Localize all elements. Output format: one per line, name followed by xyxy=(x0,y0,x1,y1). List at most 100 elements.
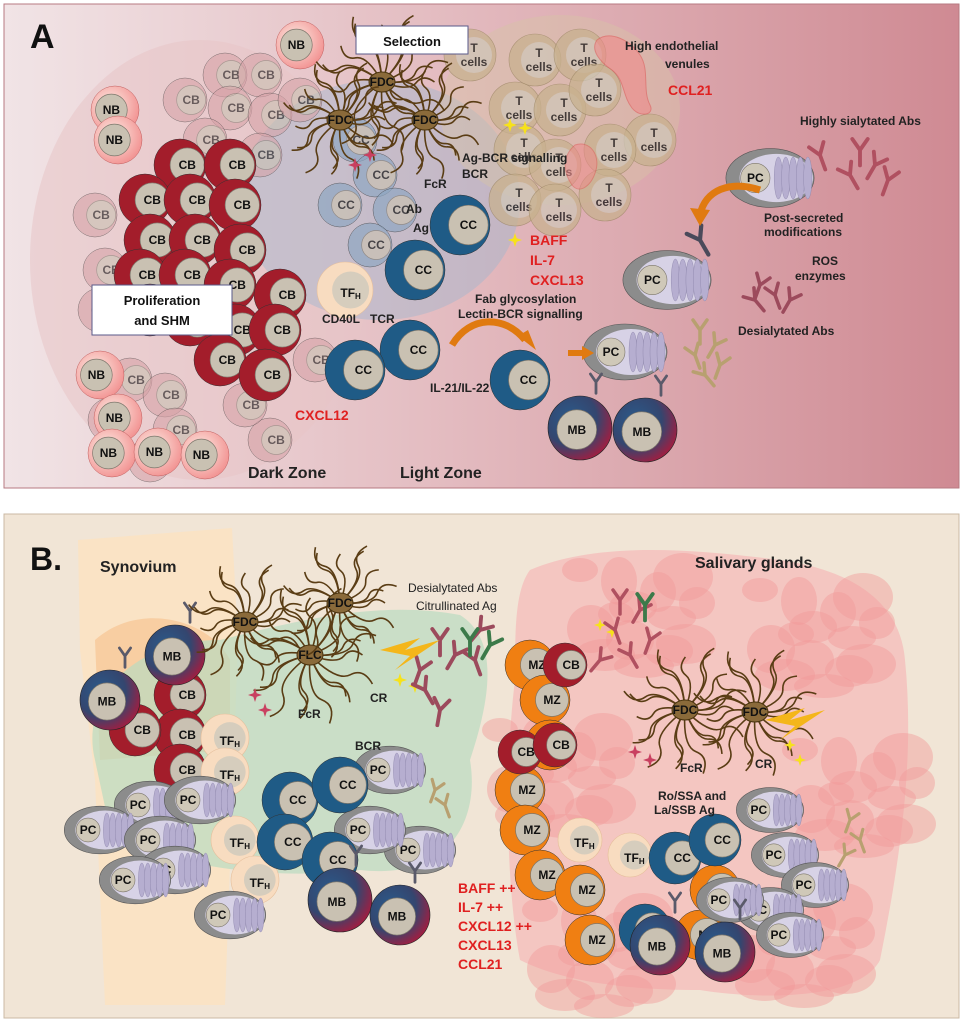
salivary-label: Salivary glands xyxy=(695,555,812,572)
ab-label: Ab xyxy=(406,202,422,216)
pc-cell: PC xyxy=(333,805,406,855)
antibody-icon xyxy=(741,286,766,313)
lobule xyxy=(816,954,876,994)
antibody-icon xyxy=(732,898,748,921)
cell-label: T xyxy=(555,196,563,210)
cb-cell-faded: CB xyxy=(162,77,208,123)
cell-label: PC xyxy=(770,928,787,942)
synovium-label: Synovium xyxy=(100,559,176,576)
cb-cell: CB xyxy=(532,722,578,768)
panel-b-antibodies xyxy=(410,588,866,868)
lobule xyxy=(825,655,873,687)
lobule xyxy=(865,815,913,847)
citrullinated-label: Citrullinated Ag xyxy=(416,599,497,613)
cr-salivary-label: CR xyxy=(755,757,773,771)
cytokine-4: CXCL13 xyxy=(458,937,512,953)
antibody-icon xyxy=(713,351,732,380)
antibody-icon xyxy=(691,361,716,388)
cb-cell: CB xyxy=(118,173,172,227)
cell-label: MZ xyxy=(518,783,535,797)
lobule xyxy=(876,804,936,844)
cell-label: NB xyxy=(100,446,118,460)
tfh-cell: TFH xyxy=(230,855,280,905)
cell-label: PC xyxy=(180,793,197,807)
antibody-icon xyxy=(348,844,364,867)
cb-cell: CB xyxy=(238,348,292,402)
cb-cell: CB xyxy=(193,333,247,387)
cc-cell-faded: CC xyxy=(347,222,393,268)
fdc-cell: FDC xyxy=(693,649,817,776)
pc-cell: PC xyxy=(64,805,137,855)
mb-cell: MB xyxy=(547,395,613,461)
cell-label: CC xyxy=(415,263,433,277)
cb-cell-faded: CB xyxy=(237,52,283,98)
antibody-icon xyxy=(611,588,629,616)
cytokine-star-icon xyxy=(606,626,618,638)
pc-cell-secreting: PC xyxy=(622,250,712,310)
cell-label: PC xyxy=(140,833,157,847)
cell-label: CB xyxy=(144,193,162,207)
cell-label: FDC xyxy=(328,596,353,610)
antibody-icon xyxy=(837,842,857,868)
cell-label: cells xyxy=(641,140,668,154)
lightning-icon-2 xyxy=(765,708,825,740)
mb-cell: MB xyxy=(694,921,756,983)
tfh-cell: TFH xyxy=(210,815,260,865)
antibody-icon xyxy=(589,646,614,673)
panel-a-letter: A xyxy=(30,18,55,56)
nb-cell: NB xyxy=(133,427,183,477)
antibody-icon xyxy=(763,281,782,310)
cell-label: CB xyxy=(179,763,197,777)
lobule xyxy=(899,767,935,799)
antibody-icon xyxy=(667,891,683,914)
panel-b-letter: B. xyxy=(30,541,62,577)
antibody-icon xyxy=(643,626,662,655)
cell-label: cells xyxy=(586,90,613,104)
lobule xyxy=(575,639,635,671)
cell-label: T xyxy=(560,96,568,110)
cb-cell-faded: CB xyxy=(142,372,188,418)
cb-cell: CB xyxy=(542,642,588,688)
fdc-cell: FDC xyxy=(367,62,482,179)
tfh-cell: TFH xyxy=(557,817,603,863)
lobule xyxy=(601,557,637,605)
cell-label: CB xyxy=(229,278,247,292)
lobule xyxy=(605,975,653,1007)
modification-arrow xyxy=(696,182,762,216)
cytokine-star-icon xyxy=(248,688,262,702)
mb-cell: MB xyxy=(79,669,141,731)
pc-cell: PC xyxy=(194,890,267,940)
cytokine-star-icon xyxy=(258,703,272,717)
cell-label: cells xyxy=(526,60,553,74)
cell-label: MB xyxy=(648,940,667,954)
ro-label-2: La/SSB Ag xyxy=(654,803,715,817)
lobule xyxy=(766,950,814,990)
lobule xyxy=(747,625,795,673)
cell-label: FDC xyxy=(328,113,353,127)
cell-label: CB xyxy=(189,193,207,207)
cell-label: MZ xyxy=(543,693,560,707)
antibody-icon xyxy=(412,655,433,687)
mz-cell: MZ xyxy=(494,764,546,816)
ro-label-1: Ro/SSA and xyxy=(658,789,726,803)
antibody-icon xyxy=(480,629,505,661)
cell-label: T xyxy=(520,136,528,150)
mb-cell: MB xyxy=(629,914,691,976)
cytokine-star-icon xyxy=(784,739,796,751)
antibody-icon xyxy=(407,861,423,884)
mb-cell: MB xyxy=(369,884,431,946)
cell-label: T xyxy=(515,186,523,200)
cell-label: CB xyxy=(179,158,197,172)
mz-cell: MZ xyxy=(514,849,566,901)
cell-label: CC xyxy=(329,853,347,867)
pc-cell: PC xyxy=(696,877,764,923)
hev-vessel xyxy=(594,35,652,115)
cell-label: PC xyxy=(80,823,97,837)
cell-label: PC xyxy=(795,878,812,892)
cell-label: CB xyxy=(149,233,167,247)
cell-label: MZ xyxy=(528,658,545,672)
cc-cell: CC xyxy=(379,319,441,381)
